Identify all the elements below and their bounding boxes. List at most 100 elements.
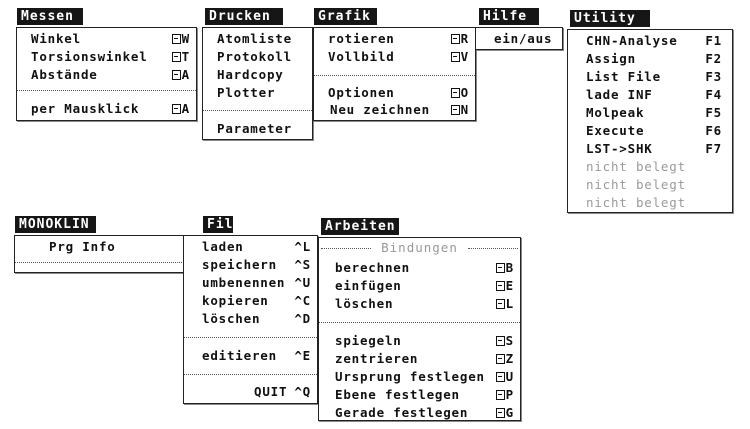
section-header-bindungen: Bindungen [319, 239, 520, 257]
item-label: nicht belegt [586, 177, 686, 192]
item-label: Parameter [217, 121, 292, 136]
item-label: Plotter [217, 85, 276, 100]
menu-title-grafik[interactable]: Grafik [314, 8, 377, 25]
menu-title-hilfe[interactable]: Hilfe [479, 8, 539, 25]
menu-title-monoklin[interactable]: MONOKLIN [15, 216, 96, 233]
shortcut: L [495, 295, 514, 313]
command-key-icon [495, 390, 505, 400]
shortcut-key: F6 [705, 123, 722, 138]
item-label: umbenennen [202, 275, 286, 290]
item-label: LST->SHK [586, 141, 653, 156]
menu-item-loeschen[interactable]: löschen^D [184, 310, 317, 328]
item-label: Molpeak [586, 105, 645, 120]
shortcut-key: V [460, 49, 469, 64]
command-key-icon [450, 105, 460, 115]
item-label: Vollbild [328, 49, 395, 64]
menu-item-arbeiten[interactable]: Gerade festlegen G [319, 404, 520, 422]
shortcut: A [171, 66, 190, 84]
menu-item-vollbild[interactable]: Vollbild V [314, 48, 475, 66]
menu-item-abstaende[interactable]: Abstände A [17, 66, 196, 84]
shortcut-key: R [460, 31, 469, 46]
item-label: lade INF [586, 87, 653, 102]
shortcut-key: ^U [294, 275, 311, 290]
shortcut-key: W [181, 31, 190, 46]
separator [184, 337, 317, 338]
item-label: Gerade festlegen [335, 405, 469, 420]
menu-title-file[interactable]: File [203, 216, 241, 233]
item-label: löschen [335, 296, 394, 311]
shortcut: G [495, 404, 514, 422]
shortcut: S [495, 332, 514, 350]
shortcut: W [171, 30, 190, 48]
command-key-icon [450, 88, 460, 98]
item-label: List File [586, 69, 661, 84]
item-label: QUIT [254, 384, 288, 399]
item-label: Protokoll [217, 49, 292, 64]
item-label: ein/aus [494, 31, 553, 46]
menu-item-ein-aus[interactable]: ein/aus [476, 30, 562, 48]
menu-item-protokoll[interactable]: Protokoll [203, 48, 312, 66]
menu-item-editieren[interactable]: editieren^E [184, 347, 317, 365]
shortcut-key: L [505, 296, 514, 311]
shortcut-key: N [460, 102, 469, 117]
menu-item-speichern[interactable]: speichern^S [184, 256, 317, 274]
menu-title-arbeiten[interactable]: Arbeiten [321, 218, 399, 235]
item-label: Hardcopy [217, 67, 284, 82]
item-label: Optionen [328, 85, 395, 100]
menu-item-kopieren[interactable]: kopieren^C [184, 292, 317, 310]
item-label: löschen [202, 311, 261, 326]
menu-item-laden[interactable]: laden^L [184, 238, 317, 256]
menu-item-torsionswinkel[interactable]: Torsionswinkel T [17, 48, 196, 66]
menu-item-prg-info[interactable]: Prg Info [15, 238, 184, 256]
item-label: Atomliste [217, 31, 292, 46]
command-key-icon [495, 408, 505, 418]
menu-title-drucken[interactable]: Drucken [205, 8, 283, 25]
menu-item-winkel[interactable]: Winkel W [17, 30, 196, 48]
menu-item-utility: nicht belegt [568, 194, 732, 212]
menu-item-arbeiten[interactable]: löschen L [319, 295, 520, 313]
menu-item-plotter[interactable]: Plotter [203, 84, 312, 102]
shortcut: P [495, 386, 514, 404]
item-label: Ursprung festlegen [335, 369, 485, 384]
command-key-icon [495, 354, 505, 364]
item-label: Torsionswinkel [31, 49, 148, 64]
menu-item-arbeiten[interactable]: Ebene festlegen P [319, 386, 520, 404]
item-label: Winkel [31, 31, 81, 46]
menu-item-atomliste[interactable]: Atomliste [203, 30, 312, 48]
menu-item-quit[interactable]: QUIT^Q [184, 383, 317, 401]
separator [15, 262, 184, 263]
item-label: Abstände [31, 67, 98, 82]
shortcut-key: G [505, 405, 514, 420]
menu-item-hardcopy[interactable]: Hardcopy [203, 66, 312, 84]
menu-item-parameter[interactable]: Parameter [203, 120, 312, 138]
item-label: Ebene festlegen [335, 387, 460, 402]
command-key-icon [495, 281, 505, 291]
menu-title-messen[interactable]: Messen [17, 8, 83, 25]
separator [184, 374, 317, 375]
menu-title-utility[interactable]: Utility [570, 10, 650, 27]
shortcut: V [450, 48, 469, 66]
command-key-icon [171, 104, 181, 114]
menu-item-optionen[interactable]: Optionen O [314, 84, 475, 102]
shortcut: O [450, 84, 469, 102]
file-menu: laden^L speichern^S umbenennen ^U kopiere… [183, 235, 318, 404]
item-label: nicht belegt [586, 159, 686, 174]
shortcut: T [171, 48, 190, 66]
menu-item-umbenennen[interactable]: umbenennen ^U [184, 274, 317, 292]
